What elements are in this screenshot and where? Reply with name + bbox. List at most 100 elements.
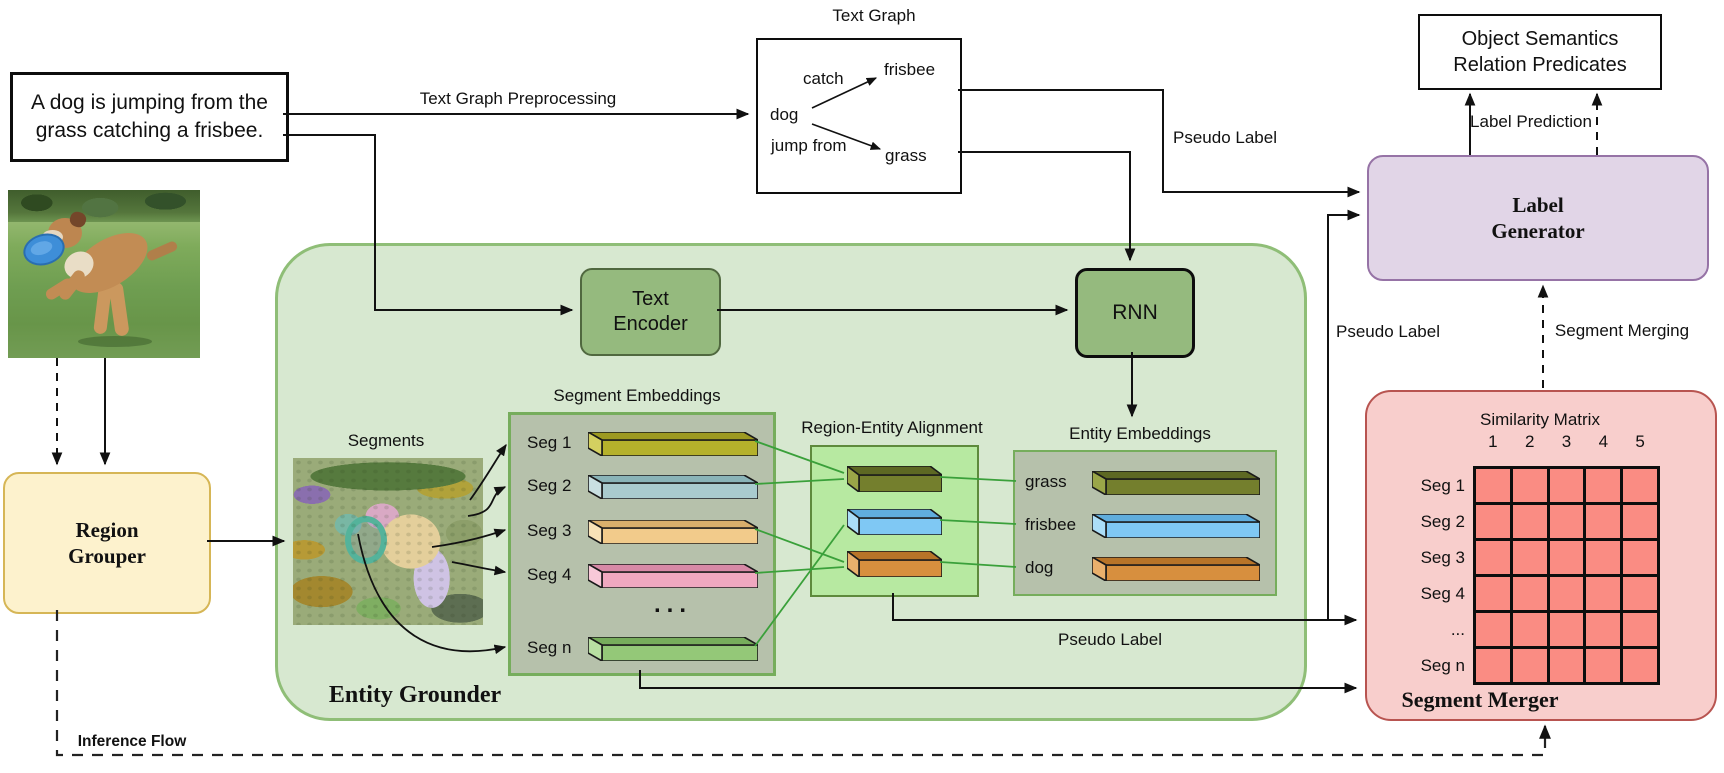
matrix-row-label: Seg n (1420, 655, 1465, 675)
rnn-label: RNN (1112, 300, 1158, 324)
similarity-matrix-cell (1476, 505, 1510, 538)
matrix-col-header: 4 (1598, 432, 1609, 451)
similarity-matrix-cell (1549, 505, 1584, 538)
similarity-matrix-cell (1512, 577, 1547, 610)
label-prediction-label: Label Prediction (1470, 112, 1592, 131)
segment-embeddings-ellipsis: ... (653, 591, 692, 618)
segment-embedding-bar-3 (584, 518, 762, 546)
similarity-matrix-cell (1623, 541, 1657, 574)
alignment-box (810, 445, 979, 597)
segment-merger-title: Segment Merger (1401, 687, 1559, 712)
segments-frisbee-ring (345, 516, 387, 564)
label-generator-line1: Label (1512, 192, 1564, 217)
entity-row-label: frisbee (1025, 515, 1077, 534)
label-generator-line2: Generator (1491, 219, 1585, 243)
similarity-matrix-cell (1476, 613, 1510, 646)
alignment-bar-grass (844, 464, 945, 494)
matrix-col-header: 1 (1488, 432, 1498, 451)
matrix-col-header: 2 (1524, 432, 1535, 451)
region-grouper-line2: Grouper (68, 544, 146, 568)
photo-treeline (8, 190, 200, 222)
entity-row-label: dog (1025, 558, 1054, 577)
matrix-row-label: Seg 1 (1420, 475, 1465, 495)
text-graph-edge-catch: catch (803, 69, 844, 88)
object-semantics-box: Object Semantics Relation Predicates (1418, 14, 1662, 90)
entity-embeddings-title: Entity Embeddings (1069, 424, 1211, 443)
segment-row-label: Seg 1 (527, 433, 572, 452)
similarity-matrix-cell (1586, 577, 1621, 610)
segment-embedding-bar-4 (584, 562, 762, 590)
sentence-line2: grass catching a frisbee. (35, 119, 264, 142)
similarity-matrix-cell (1476, 469, 1510, 502)
similarity-matrix-cell (1586, 613, 1621, 646)
matrix-row-label: Seg 3 (1420, 547, 1465, 567)
segment-row-label: Seg 3 (527, 521, 572, 540)
matrix-row-label: Seg 2 (1420, 511, 1465, 531)
similarity-matrix-cell (1586, 649, 1621, 682)
similarity-matrix-cell (1476, 541, 1510, 574)
similarity-matrix-cell (1549, 577, 1584, 610)
alignment-bar-frisbee (844, 507, 945, 537)
object-semantics-line2: Relation Predicates (1453, 54, 1627, 76)
alignment-bar-dog (844, 549, 945, 579)
similarity-matrix-cell (1476, 577, 1510, 610)
similarity-matrix-cell (1512, 505, 1547, 538)
similarity-matrix-cell (1512, 541, 1547, 574)
entity-embedding-bar-frisbee (1088, 512, 1264, 540)
segment-embedding-bar-5 (584, 635, 762, 663)
text-graph-edge-jump-from: jump from (771, 136, 847, 155)
similarity-matrix-cell (1549, 541, 1584, 574)
segment-embeddings-box: Seg 1 Seg 2 Seg 3 Seg 4 Seg n... (508, 412, 776, 676)
segment-row-label: Seg 4 (527, 565, 572, 584)
input-sentence-box: A dog is jumping from the grass catching… (10, 72, 289, 162)
segment-embeddings-title: Segment Embeddings (553, 386, 721, 405)
pseudo-label-bottom: Pseudo Label (1058, 630, 1162, 649)
region-grouper-line1: Region (75, 517, 139, 542)
pseudo-label-top: Pseudo Label (1173, 128, 1277, 147)
arrow-pseudo-label-to-label-generator (1327, 209, 1361, 620)
entity-embedding-bar-dog (1088, 555, 1264, 583)
similarity-matrix-cell (1586, 541, 1621, 574)
text-encoder-line1: Text (632, 288, 669, 310)
entity-row-label: grass (1025, 472, 1067, 491)
segment-row-label: Seg n (527, 638, 572, 657)
text-graph-title: Text Graph (832, 6, 916, 25)
matrix-col-header: 5 (1635, 432, 1645, 451)
object-semantics-line1: Object Semantics (1461, 28, 1619, 50)
similarity-matrix-title: Similarity Matrix (1480, 410, 1600, 429)
similarity-matrix-cell (1586, 469, 1621, 502)
segment-merging-label: Segment Merging (1554, 321, 1690, 340)
entity-grounder-title: Entity Grounder (328, 682, 502, 708)
inference-flow-label: Inference Flow (77, 733, 187, 750)
photo-dog-shadow (78, 336, 152, 347)
text-graph-node-dog: dog (770, 105, 799, 124)
segments-image (293, 458, 483, 625)
similarity-matrix-cell (1623, 649, 1657, 682)
sentence-line1: A dog is jumping from the (31, 91, 268, 115)
similarity-matrix-cell (1512, 613, 1547, 646)
similarity-matrix-cell (1549, 613, 1584, 646)
pseudo-label-mid: Pseudo Label (1336, 322, 1440, 341)
similarity-matrix-cell (1476, 649, 1510, 682)
entity-embedding-bar-grass (1088, 469, 1264, 497)
rnn-node: RNN (1075, 268, 1195, 358)
text-graph-box (756, 38, 962, 194)
matrix-row-label: ... (1450, 619, 1465, 639)
segment-embedding-bar-1 (584, 430, 762, 458)
text-encoder-node: Text Encoder (580, 268, 721, 356)
text-graph-preprocessing-label: Text Graph Preprocessing (419, 89, 617, 108)
segment-row-label: Seg 2 (527, 476, 572, 495)
matrix-row-label: Seg 4 (1420, 583, 1465, 603)
similarity-matrix-cell (1623, 577, 1657, 610)
segments-title: Segments (347, 431, 425, 450)
input-image-dog-photo (8, 190, 200, 358)
text-encoder-line2: Encoder (613, 313, 688, 335)
similarity-matrix-cell (1623, 469, 1657, 502)
similarity-matrix-cell (1623, 505, 1657, 538)
similarity-matrix-cell (1512, 469, 1547, 502)
similarity-matrix-cell (1549, 649, 1584, 682)
similarity-matrix-cell (1623, 613, 1657, 646)
similarity-matrix-grid (1473, 466, 1660, 685)
similarity-matrix-cell (1512, 649, 1547, 682)
